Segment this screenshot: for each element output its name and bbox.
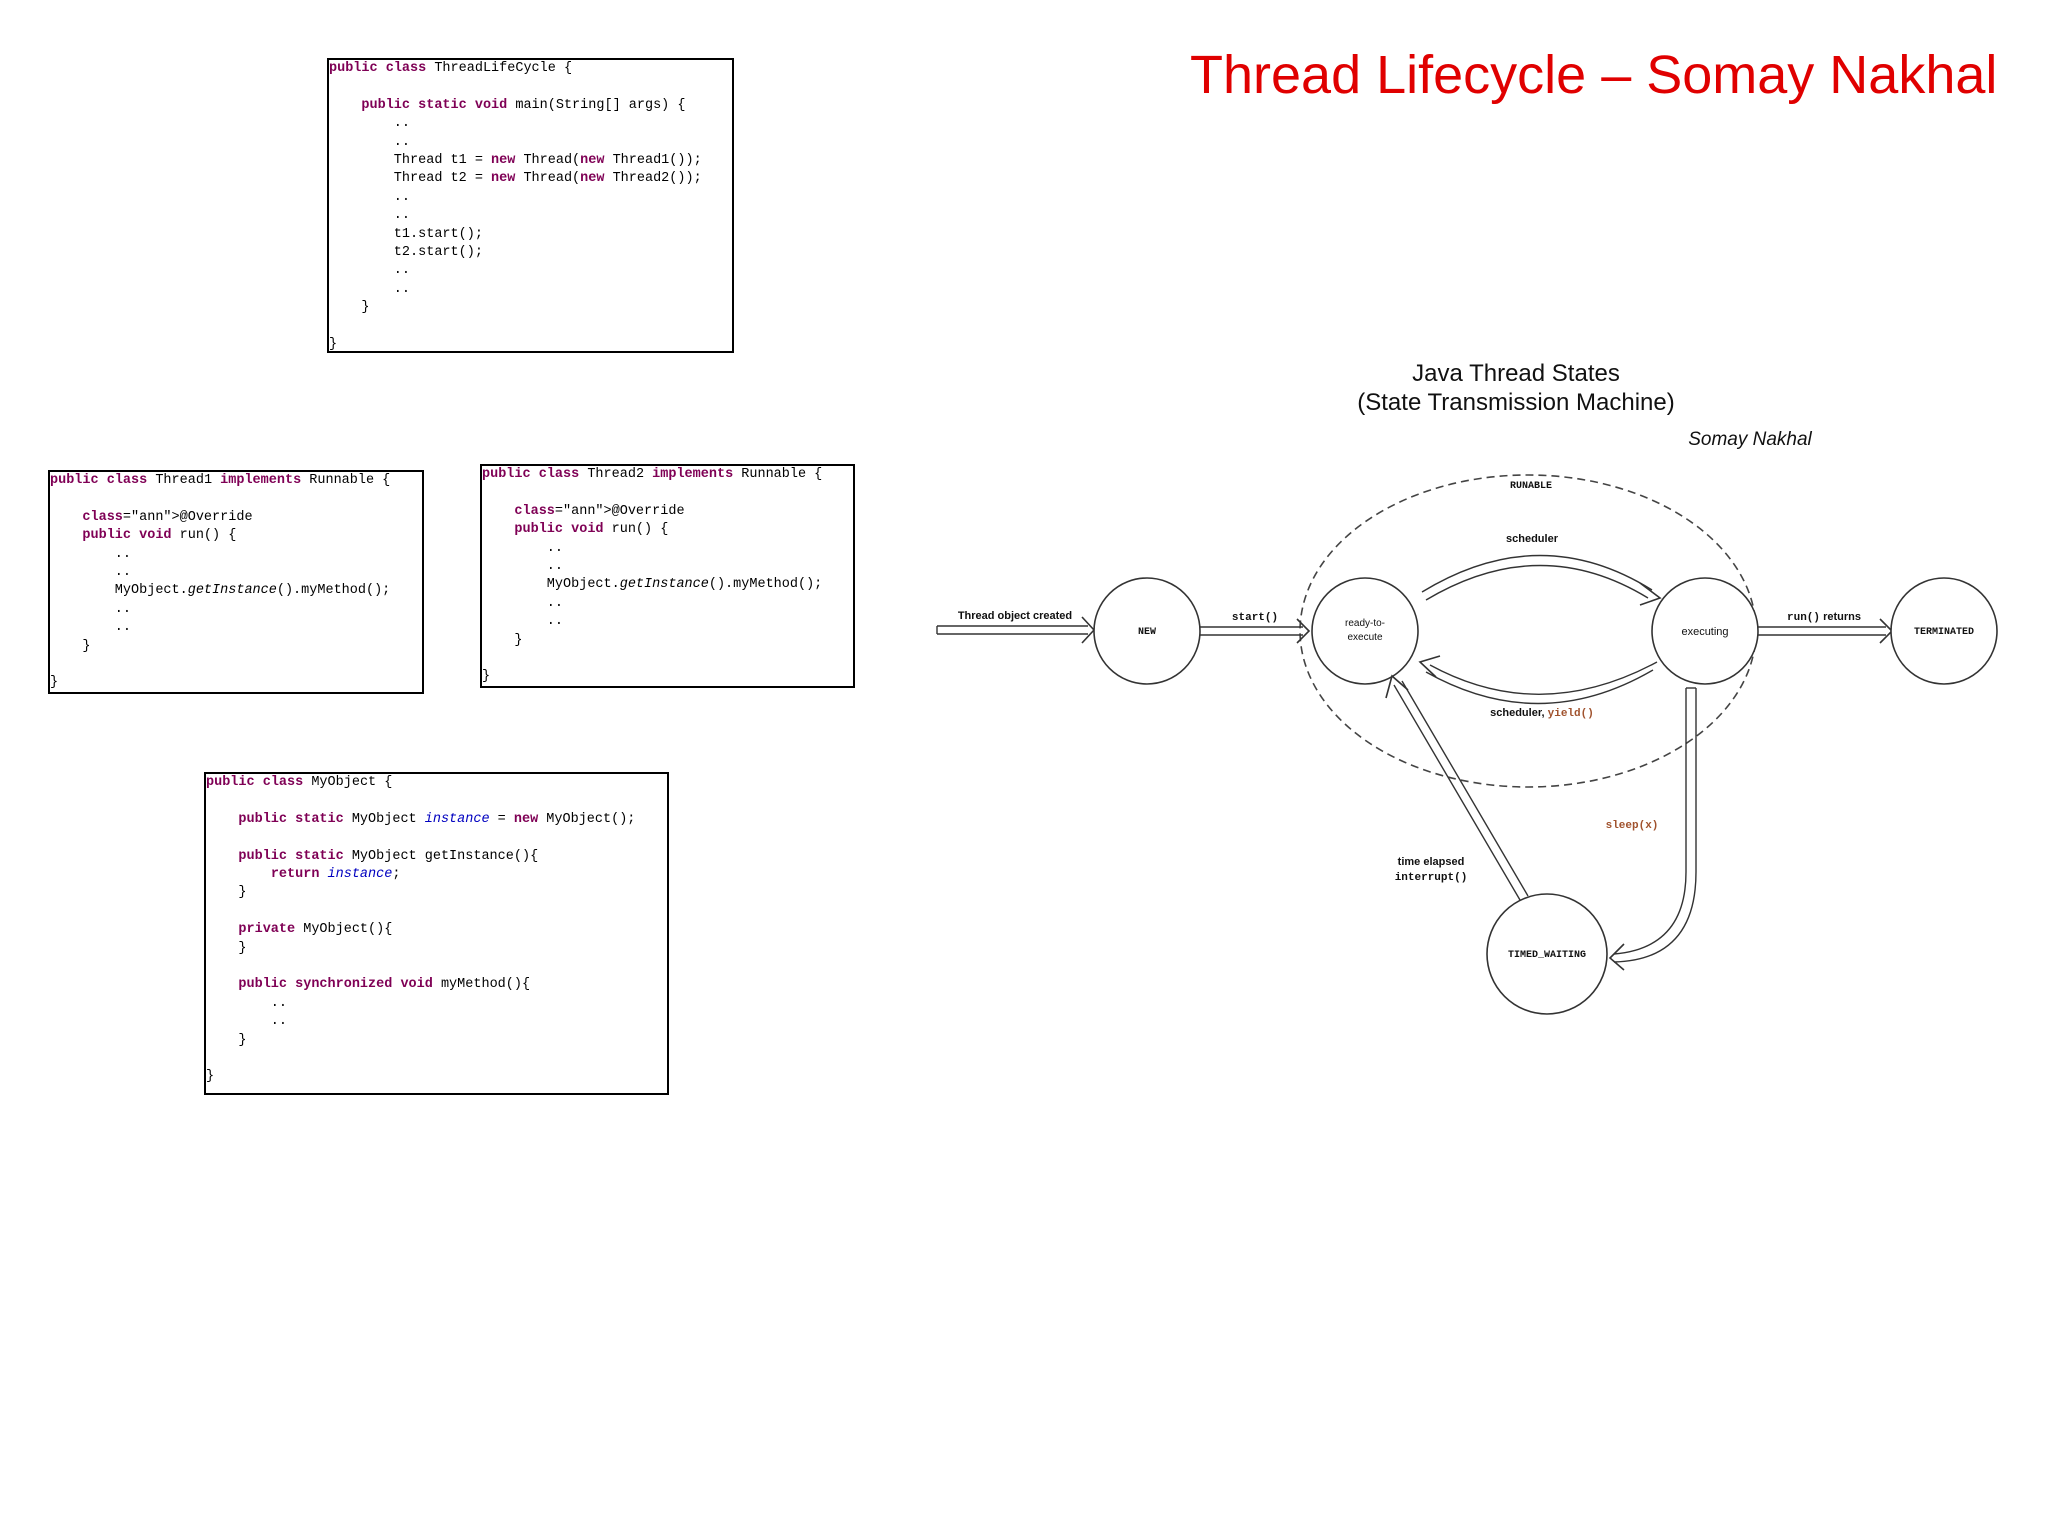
code-line: } bbox=[206, 1069, 215, 1085]
state-ready-label-2: execute bbox=[1347, 632, 1382, 643]
code-line: .. bbox=[329, 189, 411, 205]
code-line: .. bbox=[50, 565, 132, 580]
code-line: .. bbox=[329, 134, 411, 150]
label-run-returns: run() returns bbox=[1787, 611, 1861, 624]
code-box-threadlifecycle: public class ThreadLifeCycle { public st… bbox=[327, 58, 734, 353]
code-line: public void run() { bbox=[82, 528, 237, 544]
code-line: class="ann">@Override bbox=[514, 503, 685, 519]
state-new-label: NEW bbox=[1138, 627, 1156, 638]
code-line: public synchronized void myMethod(){ bbox=[238, 977, 531, 993]
label-thread-created: Thread object created bbox=[958, 610, 1072, 622]
code-line: .. bbox=[50, 620, 132, 636]
code-line: public static MyObject instance = new My… bbox=[238, 811, 636, 827]
code-line: class="ann">@Override bbox=[82, 509, 253, 525]
state-new bbox=[1093, 577, 1201, 685]
code-line: public class Thread2 implements Runnable… bbox=[482, 467, 823, 482]
runable-label: RUNABLE bbox=[1510, 481, 1552, 492]
state-ready-label-1: ready-to- bbox=[1345, 618, 1385, 629]
label-scheduler-yield: scheduler, yield() bbox=[1490, 707, 1594, 720]
label-sleep: sleep(x) bbox=[1606, 820, 1659, 832]
state-timed-waiting bbox=[1486, 893, 1608, 1015]
code-line: .. bbox=[50, 601, 132, 617]
code-line: .. bbox=[329, 208, 411, 224]
code-line: public void run() { bbox=[514, 522, 669, 538]
code-line: MyObject.getInstance().myMethod(); bbox=[50, 583, 391, 599]
code-line: public class Thread1 implements Runnable… bbox=[50, 473, 391, 488]
label-run-code: run() bbox=[1787, 612, 1820, 624]
code-line: } bbox=[206, 885, 247, 901]
code-line: public class MyObject { bbox=[206, 775, 393, 790]
code-line: } bbox=[329, 300, 370, 316]
label-run-returns-text: returns bbox=[1820, 611, 1861, 623]
code-line: } bbox=[329, 337, 338, 352]
code-line: .. bbox=[329, 116, 411, 132]
label-scheduler: scheduler bbox=[1506, 533, 1559, 545]
code-line: } bbox=[50, 638, 91, 654]
code-line: t1.start(); bbox=[329, 226, 483, 242]
code-line: .. bbox=[329, 281, 411, 297]
code-line: MyObject.getInstance().myMethod(); bbox=[482, 577, 823, 593]
code-line: t2.start(); bbox=[329, 245, 483, 260]
state-ready-to-execute bbox=[1311, 577, 1419, 685]
arrow-scheduler bbox=[1421, 554, 1662, 606]
state-terminated-label: TERMINATED bbox=[1914, 627, 1974, 638]
arrow-start bbox=[1200, 618, 1311, 644]
code-line: } bbox=[50, 675, 59, 691]
code-line: Thread t1 = new Thread(new Thread1()); bbox=[329, 153, 702, 168]
code-line: private MyObject(){ bbox=[238, 922, 393, 938]
state-executing bbox=[1651, 577, 1759, 685]
code-box-thread2: public class Thread2 implements Runnable… bbox=[480, 464, 855, 688]
state-terminated bbox=[1890, 577, 1998, 685]
code-line: .. bbox=[329, 263, 411, 279]
diagram-title-line1: Java Thread States bbox=[1412, 360, 1620, 387]
arrow-time-elapsed bbox=[1385, 674, 1529, 901]
state-timed-waiting-label: TIMED_WAITING bbox=[1508, 950, 1586, 961]
code-line: } bbox=[206, 940, 247, 956]
code-line: } bbox=[482, 669, 491, 685]
code-line: public static MyObject getInstance(){ bbox=[238, 848, 539, 864]
state-executing-label: executing bbox=[1681, 626, 1728, 638]
code-line: .. bbox=[206, 995, 288, 1011]
code-line: .. bbox=[206, 1014, 288, 1030]
code-line: public static void main(String[] args) { bbox=[361, 97, 686, 113]
label-yield: yield() bbox=[1548, 708, 1594, 720]
arrow-scheduler-yield bbox=[1418, 655, 1658, 705]
diagram-author: Somay Nakhal bbox=[1688, 429, 1812, 450]
code-line: .. bbox=[482, 540, 564, 556]
code-box-thread1: public class Thread1 implements Runnable… bbox=[48, 470, 424, 694]
diagram-title-line2: (State Transmission Machine) bbox=[1357, 389, 1674, 416]
arrow-sleep bbox=[1608, 687, 1697, 971]
code-box-myobject: public class MyObject { public static My… bbox=[204, 772, 669, 1095]
code-line: public class ThreadLifeCycle { bbox=[329, 61, 573, 76]
code-line: .. bbox=[50, 546, 132, 562]
code-line: Thread t2 = new Thread(new Thread2()); bbox=[329, 171, 702, 187]
slide-title: Thread Lifecycle – Somay Nakhal bbox=[1190, 45, 1998, 105]
code-line: } bbox=[482, 632, 523, 648]
label-time-elapsed: time elapsed bbox=[1398, 856, 1465, 868]
label-interrupt: interrupt() bbox=[1395, 872, 1468, 884]
code-line: .. bbox=[482, 614, 564, 630]
code-line: .. bbox=[482, 595, 564, 611]
code-line: .. bbox=[482, 559, 564, 574]
code-line: } bbox=[206, 1032, 247, 1048]
label-start: start() bbox=[1232, 612, 1278, 624]
code-line: return instance; bbox=[270, 867, 401, 882]
label-scheduler-yield-prefix: scheduler, bbox=[1490, 707, 1547, 719]
